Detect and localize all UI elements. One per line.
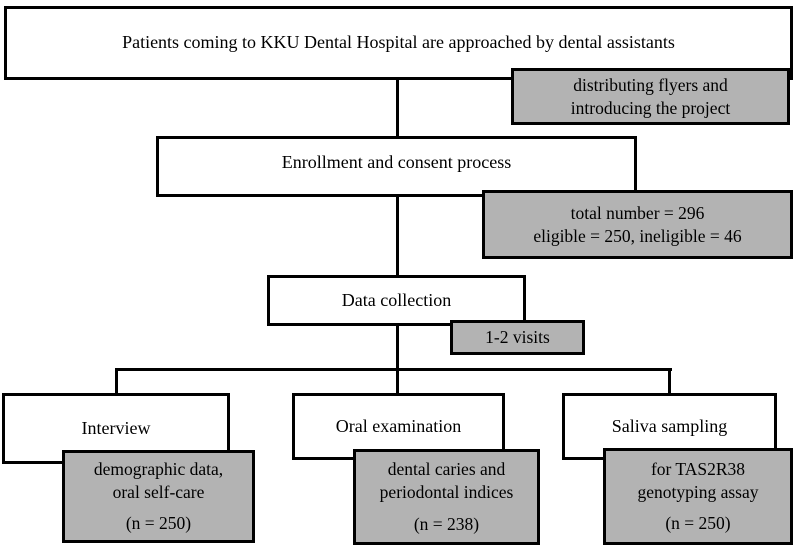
note-saliva-sampling-line1: for TAS2R38	[650, 458, 746, 479]
note-saliva-sampling-details: for TAS2R38 genotyping assay (n = 250)	[603, 448, 793, 545]
note-interview-details: demographic data, oral self-care (n = 25…	[62, 450, 255, 543]
note-eligible-ineligible: eligible = 250, ineligible = 46	[533, 225, 742, 246]
step-enrollment-consent: Enrollment and consent process	[156, 136, 637, 197]
branch-oral-examination-label: Oral examination	[335, 415, 462, 436]
note-oral-examination-line1: dental caries and	[387, 459, 506, 480]
note-visits-label: 1-2 visits	[485, 327, 550, 348]
connector-branch-horizontal	[115, 368, 672, 371]
step-enrollment-consent-label: Enrollment and consent process	[281, 151, 512, 172]
connector-drop-oral-examination	[396, 368, 399, 395]
connector-drop-interview	[115, 368, 118, 395]
step-patients-approached-label: Patients coming to KKU Dental Hospital a…	[122, 32, 675, 53]
note-distributing-flyers-line2: introducing the project	[570, 97, 731, 118]
step-data-collection: Data collection	[267, 275, 526, 326]
note-interview-sample-size: (n = 250)	[125, 513, 192, 534]
note-enrollment-numbers: total number = 296 eligible = 250, ineli…	[482, 190, 793, 259]
note-total-number: total number = 296	[570, 202, 705, 223]
note-distributing-flyers-line1: distributing flyers and	[573, 74, 728, 95]
note-saliva-sampling-sample-size: (n = 250)	[665, 513, 731, 534]
step-data-collection-label: Data collection	[341, 289, 452, 310]
note-oral-examination-line2: periodontal indices	[379, 482, 514, 503]
step-patients-approached: Patients coming to KKU Dental Hospital a…	[4, 6, 793, 80]
connector-step2-step3	[396, 195, 399, 277]
branch-oral-examination: Oral examination	[292, 393, 505, 460]
note-saliva-sampling-line2: genotyping assay	[637, 481, 759, 502]
note-oral-examination-details: dental caries and periodontal indices (n…	[353, 449, 540, 545]
note-interview-line1: demographic data,	[93, 458, 224, 479]
branch-saliva-sampling-label: Saliva sampling	[611, 415, 728, 436]
branch-interview-label: Interview	[81, 417, 151, 438]
note-visits: 1-2 visits	[450, 320, 585, 355]
note-oral-examination-sample-size: (n = 238)	[413, 513, 480, 534]
connector-step1-step2	[396, 78, 399, 138]
note-interview-line2: oral self-care	[112, 481, 205, 502]
connector-step3-branch	[396, 324, 399, 370]
connector-drop-saliva-sampling	[668, 368, 671, 395]
note-distributing-flyers: distributing flyers and introducing the …	[511, 68, 790, 125]
